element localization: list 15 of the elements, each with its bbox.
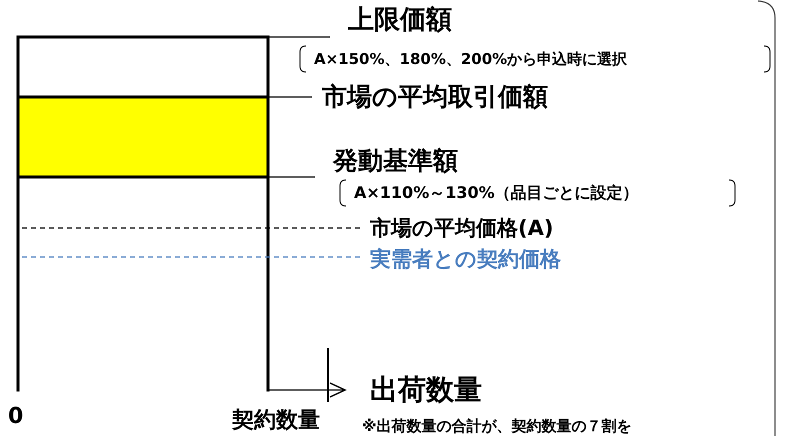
price-label: 市場の平均取引価額 [312, 83, 548, 111]
range-note: A×110%～130%（品目ごとに設定） [354, 182, 639, 204]
axis-label: 出荷数量 [345, 372, 482, 408]
axis-label: 契約数量 [232, 408, 320, 434]
price-label: 実需者との契約価格 [360, 245, 561, 273]
axis-origin: 0 [8, 404, 24, 430]
footnote: ※出荷数量の合計が、契約数量の７割を [362, 417, 632, 436]
leader-line [268, 176, 315, 178]
arrow [268, 382, 346, 398]
leader-line [268, 96, 312, 98]
leader-line [268, 36, 330, 38]
price-label: 発動基準額 [315, 144, 458, 177]
price-label: 市場の平均価格(A) [360, 214, 554, 242]
range-note: A×150%、180%、200%から申込時に選択 [314, 49, 628, 70]
price-label: 上限価額 [330, 4, 452, 37]
